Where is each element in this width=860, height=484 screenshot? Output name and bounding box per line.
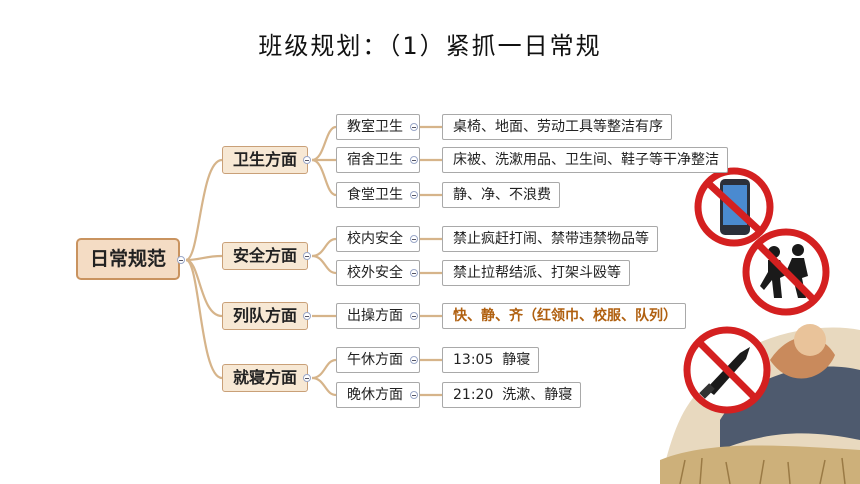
detail-offcampus-safety[interactable]: 禁止拉帮结派、打架斗殴等 [442, 260, 630, 286]
detail-canteen-hygiene[interactable]: 静、净、不浪费 [442, 182, 560, 208]
connector-root-safety [185, 254, 223, 262]
detail-night-sleep[interactable]: 21:20 洗漱、静寝 [442, 382, 582, 408]
collapse-toggle-icon[interactable] [303, 374, 311, 382]
collapse-toggle-icon[interactable] [410, 123, 418, 131]
detail-exercise[interactable]: 快、静、齐（红领巾、校服、队列） [442, 303, 686, 329]
detail-classroom-hygiene[interactable]: 桌椅、地面、劳动工具等整洁有序 [442, 114, 672, 140]
sub-exercise[interactable]: 出操方面 [336, 303, 420, 329]
connector-root-sleep [185, 258, 223, 380]
collapse-toggle-icon[interactable] [410, 156, 418, 164]
sub-dorm-hygiene[interactable]: 宿舍卫生 [336, 147, 420, 173]
collapse-toggle-icon[interactable] [410, 356, 418, 364]
no-knife-sign-icon [683, 326, 771, 414]
collapse-toggle-icon[interactable] [177, 256, 185, 264]
collapse-toggle-icon[interactable] [410, 235, 418, 243]
collapse-toggle-icon[interactable] [410, 191, 418, 199]
no-phone-sign-icon [694, 167, 774, 247]
connector-root-hygiene [185, 158, 223, 262]
collapse-toggle-icon[interactable] [410, 391, 418, 399]
sub-canteen-hygiene[interactable]: 食堂卫生 [336, 182, 420, 208]
page-title: 班级规划：（1）紧抓一日常规 [258, 32, 602, 60]
sub-campus-safety[interactable]: 校内安全 [336, 226, 420, 252]
detail-dorm-hygiene[interactable]: 床被、洗漱用品、卫生间、鞋子等干净整洁 [442, 147, 728, 173]
sub-night-sleep[interactable]: 晚休方面 [336, 382, 420, 408]
detail-nap[interactable]: 13:05 静寝 [442, 347, 540, 373]
category-safety[interactable]: 安全方面 [222, 242, 308, 270]
detail-campus-safety[interactable]: 禁止疯赶打闹、禁带违禁物品等 [442, 226, 658, 252]
category-sleep[interactable]: 就寝方面 [222, 364, 308, 392]
category-hygiene[interactable]: 卫生方面 [222, 146, 308, 174]
collapse-toggle-icon[interactable] [303, 252, 311, 260]
collapse-toggle-icon[interactable] [410, 269, 418, 277]
sub-nap[interactable]: 午休方面 [336, 347, 420, 373]
collapse-toggle-icon[interactable] [410, 312, 418, 320]
root-node[interactable]: 日常规范 [76, 238, 180, 280]
no-fighting-sign-icon [742, 228, 830, 316]
collapse-toggle-icon[interactable] [303, 156, 311, 164]
sub-classroom-hygiene[interactable]: 教室卫生 [336, 114, 420, 140]
category-lineup[interactable]: 列队方面 [222, 302, 308, 330]
collapse-toggle-icon[interactable] [303, 312, 311, 320]
sub-offcampus-safety[interactable]: 校外安全 [336, 260, 420, 286]
